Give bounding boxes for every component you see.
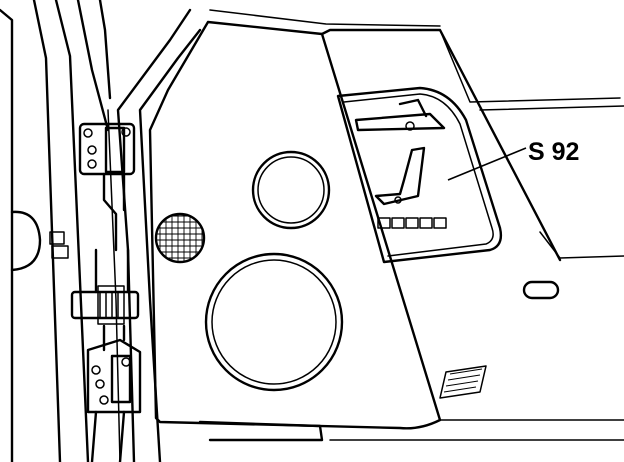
lower-hinge: [86, 324, 142, 462]
seat-switch-icon: [354, 98, 446, 206]
lower-plate: [439, 365, 487, 399]
callout-leader-line: [447, 147, 527, 181]
lower-speaker: [204, 252, 344, 392]
callout-label: S 92: [528, 138, 579, 166]
upper-speaker: [251, 150, 331, 230]
door-frame: [0, 0, 202, 462]
door-check-strap: [70, 248, 140, 325]
tweeter-grille: [154, 212, 206, 264]
memory-buttons: [377, 217, 447, 229]
door-panel: [148, 9, 624, 442]
pillar-slot: [10, 210, 69, 272]
door-handle: [522, 280, 560, 300]
upper-hinge: [78, 122, 136, 252]
seat-switch-panel: [336, 86, 503, 264]
